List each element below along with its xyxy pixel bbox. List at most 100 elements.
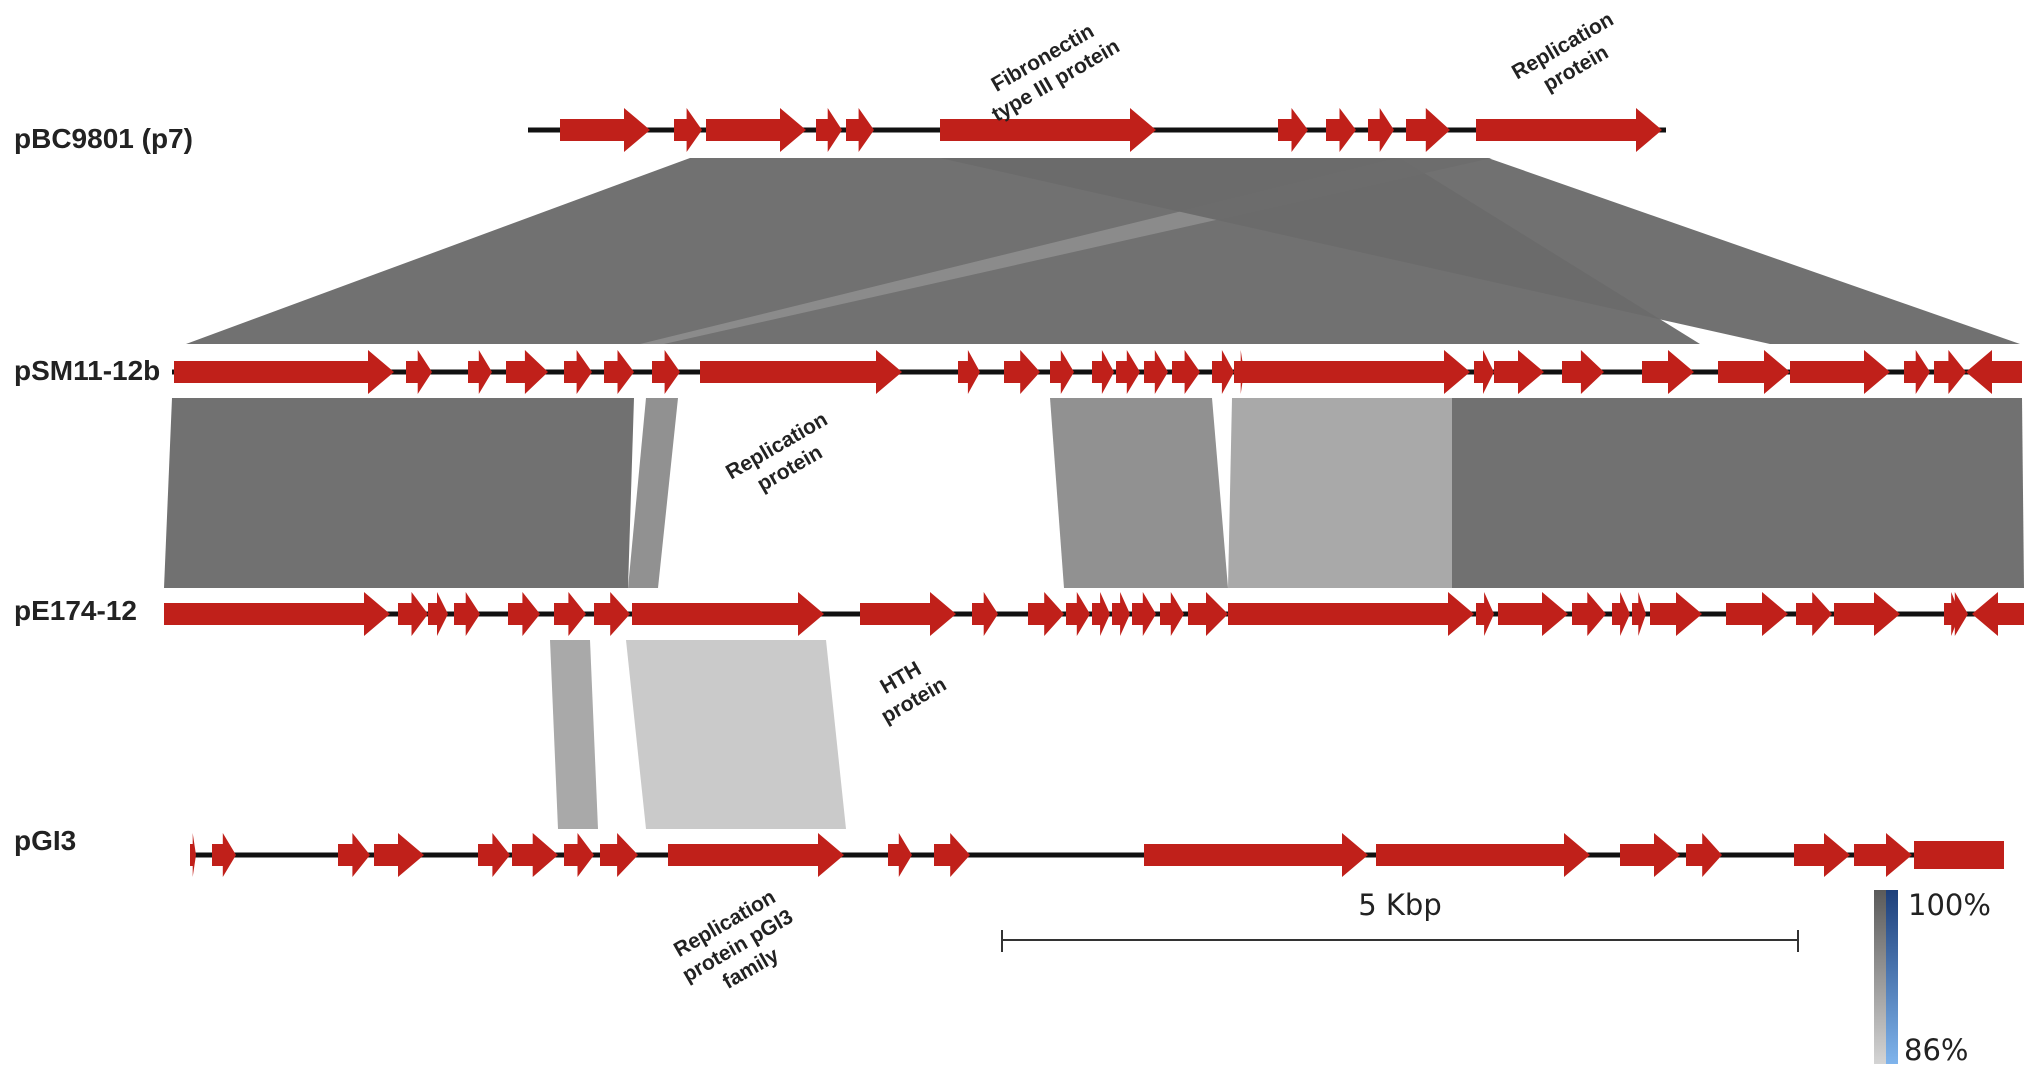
gene-arrow bbox=[1144, 833, 1368, 877]
gene-arrow bbox=[1834, 592, 1900, 636]
scale-bar-label: 5 Kbp bbox=[1358, 888, 1442, 922]
gene-arrow bbox=[972, 592, 998, 636]
homology-ribbons bbox=[164, 158, 2024, 829]
gene-arrow bbox=[1144, 350, 1168, 394]
gene-arrow bbox=[1474, 350, 1494, 394]
gene-arrow bbox=[1406, 108, 1450, 152]
gene-arrow bbox=[1172, 350, 1200, 394]
gene-arrow bbox=[1934, 350, 1966, 394]
gene-arrow bbox=[1326, 108, 1356, 152]
gene-arrow bbox=[564, 833, 594, 877]
gene-arrow bbox=[1944, 592, 1960, 636]
gene-arrows bbox=[164, 108, 2024, 877]
gene-arrow bbox=[212, 833, 236, 877]
gene-arrow bbox=[374, 833, 424, 877]
gene-arrow bbox=[652, 350, 680, 394]
gene-arrow bbox=[706, 108, 806, 152]
gene-arrow bbox=[1004, 350, 1040, 394]
gene-arrow bbox=[1612, 592, 1630, 636]
identity-legend-min: 86% bbox=[1904, 1033, 1968, 1067]
annotation-replication-pbc9801: Replication protein bbox=[1508, 8, 1618, 97]
gene-arrow bbox=[1642, 350, 1694, 394]
track-label-pgi3: pGI3 bbox=[14, 825, 76, 856]
gene-arrow bbox=[1092, 592, 1110, 636]
track-label-psm11-12b: pSM11-12b bbox=[14, 355, 160, 386]
gene-arrow bbox=[1794, 833, 1850, 877]
gene-arrow bbox=[174, 350, 394, 394]
gene-arrow bbox=[860, 592, 956, 636]
gene-arrow bbox=[1228, 592, 1474, 636]
gene-arrow bbox=[454, 592, 480, 636]
gene-arrow bbox=[406, 350, 432, 394]
identity-legend-max: 100% bbox=[1908, 888, 1991, 922]
gene-arrow bbox=[1112, 592, 1130, 636]
gene-arrow bbox=[1632, 592, 1646, 636]
gene-arrow bbox=[1050, 350, 1074, 394]
gene-arrow bbox=[478, 833, 510, 877]
gene-arrow bbox=[700, 350, 902, 394]
gene-arrow bbox=[1972, 592, 2024, 636]
gene-arrow bbox=[1278, 108, 1308, 152]
annotation-replication-psm11: Replication protein bbox=[722, 408, 832, 497]
gene-arrow bbox=[338, 833, 370, 877]
homology-ribbon bbox=[626, 640, 846, 829]
homology-ribbon bbox=[550, 640, 598, 829]
gene-arrow bbox=[1796, 592, 1832, 636]
gene-arrow bbox=[846, 108, 874, 152]
gene-arrow bbox=[940, 108, 1156, 152]
gene-arrow bbox=[1572, 592, 1606, 636]
gene-arrow bbox=[604, 350, 634, 394]
gene-arrow bbox=[1028, 592, 1064, 636]
annotation-fibronectin: Fibronectin type III protein bbox=[987, 19, 1123, 126]
gene-arrow bbox=[1620, 833, 1680, 877]
gene-arrow bbox=[600, 833, 638, 877]
gene-arrow bbox=[190, 833, 196, 877]
gene-arrow bbox=[674, 108, 702, 152]
gene-arrow bbox=[1650, 592, 1702, 636]
identity-legend-gray-bar bbox=[1874, 890, 1886, 1064]
gene-arrow bbox=[594, 592, 630, 636]
gene-arrow bbox=[1234, 350, 1470, 394]
identity-legend: 100% 86% bbox=[1874, 888, 1991, 1067]
gene-arrow bbox=[564, 350, 592, 394]
gene-arrow bbox=[560, 108, 650, 152]
gene-arrow bbox=[1476, 592, 1494, 636]
identity-legend-blue-bar bbox=[1886, 890, 1898, 1064]
gene-arrow bbox=[1498, 592, 1568, 636]
homology-ribbon bbox=[940, 158, 2020, 344]
gene-arrow bbox=[1376, 833, 1590, 877]
gene-arrow bbox=[1494, 350, 1544, 394]
gene-arrow bbox=[1914, 841, 2004, 869]
gene-arrow bbox=[1904, 350, 1930, 394]
track-label-pbc9801: pBC9801 (p7) bbox=[14, 123, 193, 154]
homology-ribbon bbox=[628, 398, 678, 588]
gene-arrow bbox=[1854, 833, 1912, 877]
gene-arrow bbox=[1686, 833, 1722, 877]
gene-arrow bbox=[1066, 592, 1090, 636]
gene-arrow bbox=[934, 833, 970, 877]
gene-arrow bbox=[1790, 350, 1890, 394]
homology-ribbon bbox=[1452, 398, 2024, 588]
gene-arrow bbox=[1212, 350, 1234, 394]
gene-arrow bbox=[164, 592, 390, 636]
gene-arrow bbox=[1726, 592, 1788, 636]
gene-arrow bbox=[506, 350, 548, 394]
gene-arrow bbox=[958, 350, 980, 394]
gene-arrow bbox=[888, 833, 912, 877]
gene-arrow bbox=[512, 833, 558, 877]
homology-ribbon bbox=[1050, 398, 1228, 588]
gene-arrow bbox=[398, 592, 428, 636]
gene-arrow bbox=[668, 833, 844, 877]
gene-arrow bbox=[554, 592, 586, 636]
gene-arrow bbox=[1718, 350, 1790, 394]
gene-arrow bbox=[1562, 350, 1604, 394]
gene-arrow bbox=[1188, 592, 1228, 636]
gene-arrow bbox=[632, 592, 824, 636]
gene-arrow bbox=[1368, 108, 1394, 152]
gene-arrow bbox=[508, 592, 540, 636]
annotation-replication-pgi3: Replication protein pGI3 family bbox=[670, 885, 797, 993]
gene-arrow bbox=[1116, 350, 1140, 394]
homology-ribbon bbox=[1228, 398, 1452, 588]
gene-arrow bbox=[1160, 592, 1184, 636]
